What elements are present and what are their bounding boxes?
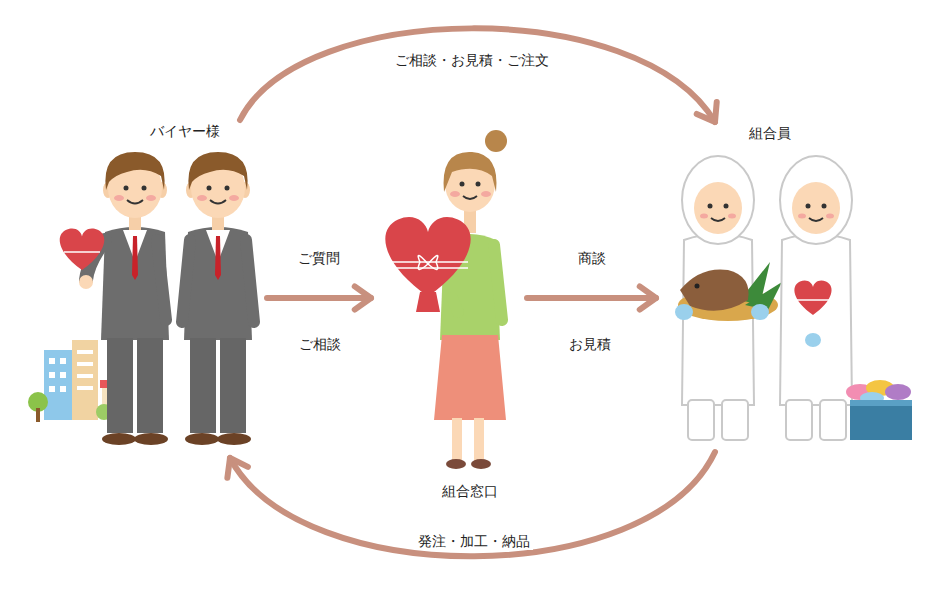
arrow-arc (230, 452, 715, 556)
arrow-head (697, 102, 717, 122)
arrow-label: ご相談 (296, 335, 344, 353)
group-heading: 組合員 (746, 124, 794, 142)
member-figure (675, 156, 782, 440)
arrow-head (640, 286, 656, 309)
clerk-figure (385, 130, 507, 469)
flow-arrow (240, 28, 717, 122)
buyer-figure (182, 152, 254, 445)
arrow-head (355, 286, 371, 309)
fish-box (846, 380, 912, 440)
arrow-line (267, 295, 371, 301)
arrow-label: 発注・加工・納品 (415, 532, 533, 550)
arrow-label: 商談 (575, 249, 609, 267)
figure-group: バイヤー様 (30, 118, 255, 453)
flow-arrow (527, 286, 656, 309)
arrow-label: ご相談・お見積・ご注文 (392, 51, 552, 69)
arrow-label: お見積 (566, 335, 614, 353)
buyer-figure (60, 152, 169, 445)
arrow-head (227, 458, 248, 478)
arrow-line (527, 295, 656, 301)
arrow-label: ご質問 (295, 249, 343, 267)
figure-group: 組合窓口 (385, 128, 515, 503)
member-figure (780, 156, 852, 440)
flow-arrow (267, 286, 371, 309)
group-heading: バイヤー様 (147, 122, 223, 140)
figure-group: 組合員 (670, 120, 930, 450)
group-heading: 組合窓口 (439, 482, 501, 500)
arrow-arc (240, 28, 715, 122)
flow-arrow (227, 452, 715, 556)
